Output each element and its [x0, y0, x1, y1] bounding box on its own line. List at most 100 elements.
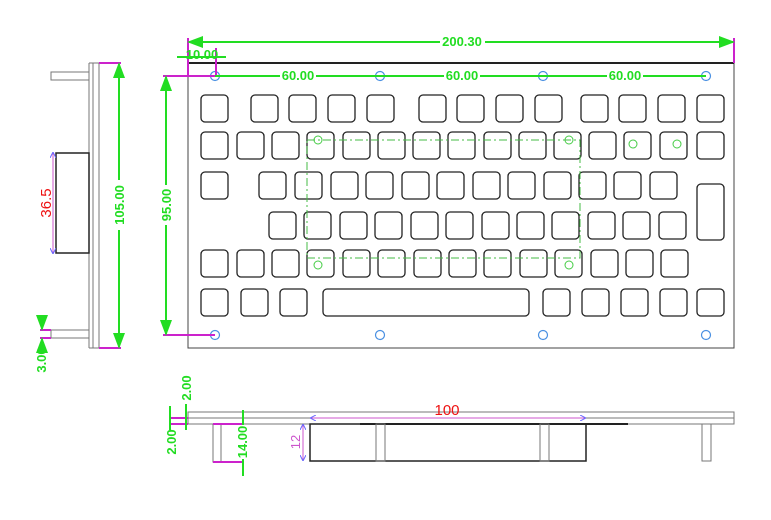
module-outline [306, 139, 581, 259]
key [271, 131, 300, 160]
key [418, 94, 447, 123]
key [618, 94, 647, 123]
key [580, 94, 609, 123]
key [200, 94, 229, 123]
key [622, 211, 651, 240]
side-view: 36.5 105.00 3.00 [34, 62, 127, 373]
width-dimension-label: 200.30 [442, 34, 482, 49]
offset-dimension-label: 10.00 [186, 47, 219, 62]
key [543, 171, 572, 200]
key [240, 288, 269, 317]
key [578, 171, 607, 200]
key [339, 211, 368, 240]
key [294, 171, 323, 200]
key [412, 131, 441, 160]
key [659, 288, 688, 317]
key [401, 171, 430, 200]
module-hole-icon [672, 139, 682, 149]
key [507, 171, 536, 200]
key [330, 171, 359, 200]
key [445, 211, 474, 240]
pin-length-label: 14.00 [235, 426, 250, 459]
key [623, 131, 652, 160]
key [448, 249, 477, 278]
module-hole-icon [313, 260, 323, 270]
key [271, 249, 300, 278]
key [377, 131, 406, 160]
module-width-label: 100 [434, 402, 459, 419]
side-pin-top [50, 71, 90, 81]
key [306, 131, 335, 160]
vspacing-dimension-label: 95.00 [159, 189, 174, 222]
hole-spacing-label-1: 60.00 [282, 68, 315, 83]
key [258, 171, 287, 200]
key [365, 171, 394, 200]
key [483, 131, 512, 160]
key [660, 249, 689, 278]
key [327, 94, 356, 123]
bottom-view: 100 12 14.00 2.00 2.00 [164, 375, 735, 476]
key [581, 288, 610, 317]
mount-hole-icon [374, 329, 386, 341]
key [447, 131, 476, 160]
key [625, 249, 654, 278]
module-hole-icon [313, 135, 323, 145]
key [542, 288, 571, 317]
bottom-module [309, 423, 587, 462]
key [306, 249, 335, 278]
key [288, 94, 317, 123]
bottom-pin [212, 423, 222, 463]
key [696, 94, 725, 123]
key [410, 211, 439, 240]
key [495, 94, 524, 123]
key [696, 288, 725, 317]
key [200, 249, 229, 278]
mount-holes [209, 70, 712, 341]
key [342, 131, 371, 160]
key [590, 249, 619, 278]
hole-spacing-label-3: 60.00 [609, 68, 642, 83]
key [620, 288, 649, 317]
key [519, 249, 548, 278]
key [553, 131, 582, 160]
key [588, 131, 617, 160]
key [413, 249, 442, 278]
key [613, 171, 642, 200]
key [481, 211, 510, 240]
panel-thickness-top-label: 2.00 [179, 375, 194, 400]
enter-key [696, 183, 725, 241]
pin-offset-label: 3.00 [34, 347, 49, 372]
panel-outline [187, 62, 735, 349]
height-dimension-label: 105.00 [112, 185, 127, 225]
module-hole-icon [564, 135, 574, 145]
key [374, 211, 403, 240]
key [516, 211, 545, 240]
module-hole-icon [628, 139, 638, 149]
key [554, 249, 583, 278]
mount-hole-icon [700, 329, 712, 341]
key [551, 211, 580, 240]
key [366, 94, 395, 123]
key [657, 94, 686, 123]
side-module [55, 152, 90, 254]
key [236, 249, 265, 278]
side-pin-bottom [50, 329, 90, 339]
hole-spacing-label-2: 60.00 [446, 68, 479, 83]
module-mount-holes [313, 135, 682, 270]
key [200, 171, 229, 200]
module-height-label: 36.5 [38, 188, 55, 217]
bottom-pin [375, 423, 386, 462]
key [436, 171, 465, 200]
bottom-pin [701, 423, 712, 462]
key [456, 94, 485, 123]
key [483, 249, 512, 278]
key [518, 131, 547, 160]
module-hole-icon [564, 260, 574, 270]
key [268, 211, 297, 240]
key [649, 171, 678, 200]
key [200, 131, 229, 160]
key [658, 211, 687, 240]
key [236, 131, 265, 160]
key [303, 211, 332, 240]
